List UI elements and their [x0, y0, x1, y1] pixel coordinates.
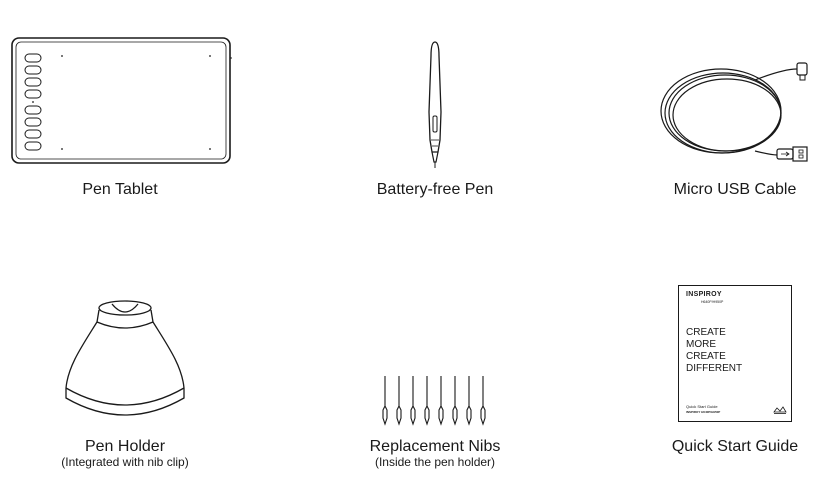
guide-line: MORE [686, 339, 716, 350]
guide-logo-icon [773, 406, 787, 414]
item-name: Pen Tablet [82, 181, 158, 198]
pen-tablet-label: Pen Tablet [40, 180, 200, 199]
guide-slogan: CREATE MORE CREATE DIFFERENT [686, 327, 742, 375]
pen-holder-label: Pen Holder (Integrated with nib clip) [45, 437, 205, 469]
quick-start-guide-label: Quick Start Guide [655, 437, 815, 456]
item-name: Quick Start Guide [671, 438, 799, 455]
quick-start-guide-illustration: INSPIROY H640P/H950P CREATE MORE CREATE … [678, 285, 792, 422]
item-subtitle: (Inside the pen holder) [374, 455, 496, 469]
guide-line: CREATE [686, 327, 726, 338]
replacement-nibs-label: Replacement Nibs (Inside the pen holder) [355, 437, 515, 469]
battery-free-pen-illustration [428, 41, 442, 168]
item-name: Micro USB Cable [673, 181, 797, 198]
battery-free-pen-label: Battery-free Pen [355, 180, 515, 199]
guide-footer-model: INSPIROY H640P/H950P [686, 410, 721, 414]
guide-brand: INSPIROY [686, 291, 722, 298]
guide-line: DIFFERENT [686, 363, 743, 374]
item-name: Battery-free Pen [376, 181, 494, 198]
pen-holder-illustration [65, 300, 185, 416]
micro-usb-cable-label: Micro USB Cable [655, 180, 815, 199]
guide-model: H640P/H950P [701, 300, 724, 304]
micro-usb-cable-illustration [660, 62, 808, 162]
guide-footer-title: Quick Start Guide [686, 404, 718, 409]
guide-line: CREATE [686, 351, 726, 362]
pen-tablet-illustration [11, 37, 232, 164]
replacement-nibs-illustration [382, 376, 486, 426]
item-name: Pen Holder [84, 438, 166, 455]
item-subtitle: (Integrated with nib clip) [61, 455, 189, 469]
item-name: Replacement Nibs [369, 438, 501, 455]
